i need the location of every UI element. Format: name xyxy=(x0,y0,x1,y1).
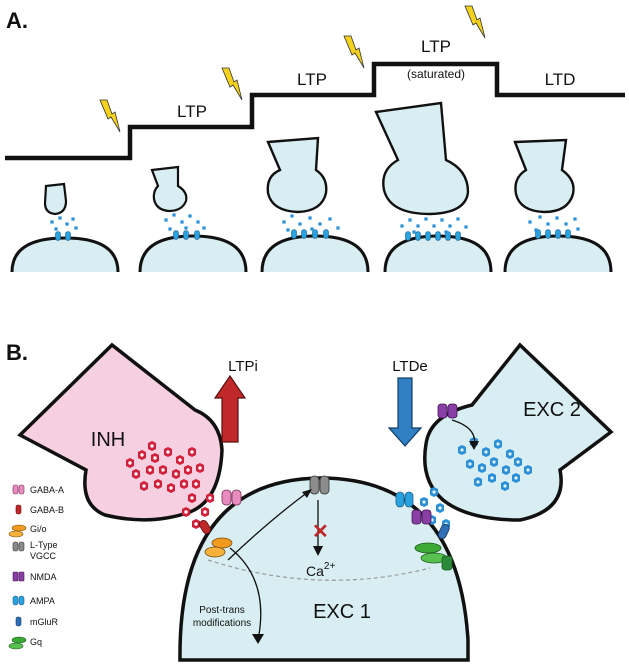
legend-gaba-a: GABA-A xyxy=(30,485,64,495)
synapse-ltp-1 xyxy=(138,165,248,273)
mglur-icon xyxy=(15,616,22,627)
ltde-down-arrow xyxy=(387,377,423,447)
calcium-superscript: 2+ xyxy=(324,561,336,572)
potentiation-staircase xyxy=(5,61,625,161)
synapse-ltd xyxy=(503,138,613,273)
nmda-icon xyxy=(12,571,25,582)
step-3-sublabel: (saturated) xyxy=(407,67,465,81)
inh-terminal xyxy=(17,342,224,522)
step-4-label: LTD xyxy=(545,70,576,89)
exc1-label: EXC 1 xyxy=(313,601,371,623)
step-1-label: LTP xyxy=(177,102,207,121)
gio-icon xyxy=(8,524,27,538)
calcium-base: Ca xyxy=(306,563,324,579)
ltpi-label: LTPi xyxy=(228,358,258,375)
legend: GABA-A GABA-B Gi/o L-Type VGCC NMDA AMPA xyxy=(8,484,64,650)
ltde-label: LTDe xyxy=(392,358,428,375)
legend-mglur: mGluR xyxy=(30,617,59,627)
synapse-ltp-2 xyxy=(260,136,370,273)
arrowheads xyxy=(252,441,479,644)
gaba-a-icon xyxy=(12,484,25,495)
gq-icon xyxy=(8,636,27,650)
panel-b-label: B. xyxy=(6,340,28,365)
exc2-terminal xyxy=(423,342,614,522)
inh-label: INH xyxy=(91,429,125,451)
synapse-ltp-saturated xyxy=(374,101,493,273)
inhibitory-receptors xyxy=(199,489,242,558)
calcium-label: Ca2+ xyxy=(306,561,335,579)
legend-vgcc: VGCC xyxy=(30,551,57,561)
note-line-2: modifications xyxy=(193,618,251,629)
panel-a-label: A. xyxy=(6,8,28,33)
legend-ampa: AMPA xyxy=(30,596,55,606)
legend-gio: Gi/o xyxy=(30,524,47,534)
exc2-label: EXC 2 xyxy=(523,399,581,421)
legend-l-type: L-Type xyxy=(30,540,58,550)
excitatory-receptors xyxy=(395,403,458,571)
step-2-label: LTP xyxy=(297,70,327,89)
synapse-baseline xyxy=(10,182,120,273)
note-line-1: Post-trans xyxy=(199,605,245,616)
ampa-icon xyxy=(12,595,25,606)
legend-gaba-b: GABA-B xyxy=(30,505,64,515)
l-type-vgcc xyxy=(309,475,330,495)
step-3-label: LTP xyxy=(421,37,451,56)
blocked-x-icon: ✕ xyxy=(312,521,329,543)
legend-nmda: NMDA xyxy=(30,572,57,582)
legend-gq: Gq xyxy=(30,637,42,647)
calcium-signal-path xyxy=(207,559,431,581)
gaba-b-icon xyxy=(15,504,22,515)
l-type-vgcc-icon xyxy=(12,541,25,552)
ltpi-up-arrow xyxy=(213,374,247,443)
